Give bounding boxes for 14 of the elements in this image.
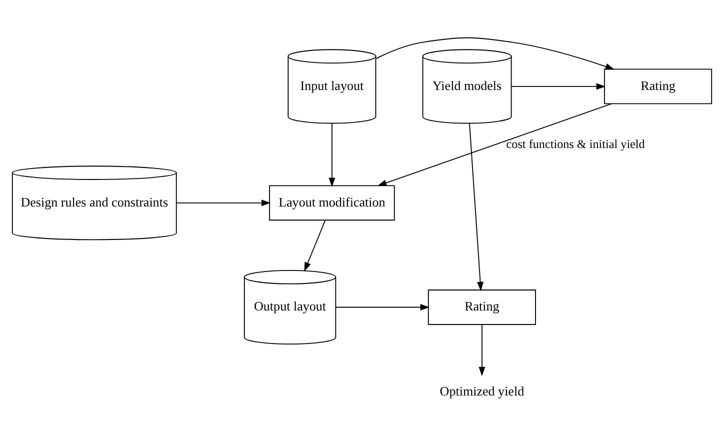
arrow xyxy=(335,304,430,311)
arrow xyxy=(510,83,606,90)
arrow xyxy=(469,122,484,292)
arrow xyxy=(377,103,612,186)
edge-label: cost functions & initial yield xyxy=(506,136,645,151)
node-box: Layout modification xyxy=(269,185,395,221)
node-box: Rating xyxy=(428,290,536,325)
arrow xyxy=(176,200,271,206)
arrow xyxy=(328,122,336,188)
arrow xyxy=(376,37,615,70)
arrow xyxy=(304,220,326,272)
arrow xyxy=(478,324,486,376)
node-text: Optimized yield xyxy=(440,383,524,398)
node-box: Rating xyxy=(604,68,712,104)
